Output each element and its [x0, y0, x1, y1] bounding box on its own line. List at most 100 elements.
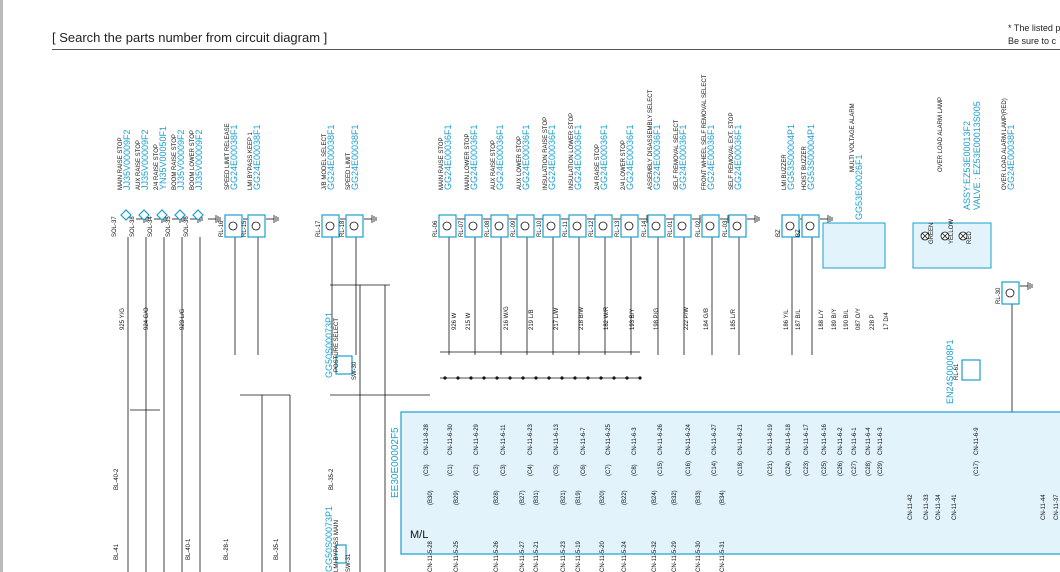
posture-select-switch[interactable]	[335, 355, 353, 375]
overload-alarm-lamp-block[interactable]	[912, 222, 992, 269]
rl61-relay[interactable]	[961, 359, 981, 381]
component-part-number[interactable]: JJ35V00009F2	[140, 129, 150, 190]
component-part-number[interactable]: GG24E00038F1	[326, 124, 336, 190]
component-part-number[interactable]: GG53S00004P1	[786, 124, 796, 190]
page-title: [ Search the parts number from circuit d…	[52, 30, 328, 45]
component-part-number[interactable]: GG24E00036F1	[599, 124, 609, 190]
relay-symbol[interactable]	[1001, 281, 1020, 305]
component-part-number[interactable]: GG24E00036F1	[652, 124, 662, 190]
relay-symbol[interactable]	[801, 214, 820, 238]
connector-label: BL-41	[114, 543, 120, 560]
connector-label: RL-02	[696, 220, 702, 237]
component-part-number[interactable]: JJ35V00009F2	[122, 129, 132, 190]
multi-voltage-alarm-block[interactable]	[822, 222, 886, 269]
relay-coil	[494, 221, 504, 231]
relay-symbol[interactable]	[647, 214, 666, 238]
relay-symbol[interactable]	[192, 209, 204, 221]
ecu-port-label: (B28)	[494, 490, 500, 505]
valve-part-number[interactable]: VALVE : EZ53E00013S005	[972, 101, 982, 210]
component-part-number[interactable]: GG24E00036F1	[443, 124, 453, 190]
ecu-pin-label: CN-11-5-20	[600, 540, 606, 572]
relay-symbol[interactable]	[120, 209, 132, 221]
component-part-number[interactable]: JJ35V00009F2	[194, 129, 204, 190]
relay-symbol[interactable]	[516, 214, 535, 238]
relay-symbol[interactable]	[673, 214, 692, 238]
ecu-port-label: (B31)	[534, 490, 540, 505]
component-part-number[interactable]: GG24E00036F1	[706, 124, 716, 190]
overload-lamp-assy-part[interactable]: ASSY:EZ53E00013F2	[962, 121, 972, 210]
ecu-pin-label: CN-11-37	[1054, 494, 1060, 520]
lmi-bypass-switch[interactable]	[335, 544, 347, 564]
wire-label: 17 D/4	[884, 312, 890, 330]
component-part-number[interactable]: GG24E00038F1	[252, 124, 262, 190]
relay-symbol[interactable]	[321, 214, 340, 238]
relay-symbol[interactable]	[620, 214, 639, 238]
relay-symbol[interactable]	[224, 214, 243, 238]
rl61-part[interactable]: EN24S00008P1	[945, 339, 955, 404]
relay-symbol[interactable]	[781, 214, 800, 238]
posture-select-part[interactable]: GG50S00073P1	[324, 312, 334, 378]
alarm-lamp-icon	[920, 231, 930, 241]
ecu-label: M/L	[410, 529, 428, 541]
ecu-part-number[interactable]: EE30E00002F5	[390, 427, 401, 498]
relay-symbol[interactable]	[594, 214, 613, 238]
relay-symbol[interactable]	[156, 209, 168, 221]
ecu-pin-label: CN-11-44	[1041, 494, 1047, 520]
header-divider	[52, 49, 1060, 50]
relay-symbol[interactable]	[542, 214, 561, 238]
component-part-number[interactable]: GG24E00038F1	[350, 124, 360, 190]
ecu-port-label: (C17)	[974, 461, 980, 476]
ecu-port-label: (B27)	[520, 490, 526, 505]
connector-label: RL-08	[485, 220, 491, 237]
relay-box	[701, 214, 720, 238]
component-part-number[interactable]: GG24E00036F1	[495, 124, 505, 190]
component-part-number[interactable]: GG24E00036F1	[573, 124, 583, 190]
component-part-number[interactable]: GG24E00036F1	[469, 124, 479, 190]
wire-label: 184 G/B	[704, 308, 710, 330]
ecu-pin-label: CN-11-34	[936, 494, 942, 520]
wire-label: 185 L/R	[731, 308, 737, 330]
component-label: INSULATION LOWER STOP	[569, 113, 575, 190]
component-part-number[interactable]: GG24E00036F1	[547, 124, 557, 190]
component-part-number[interactable]: GG24E00036F1	[521, 124, 531, 190]
relay-box	[1001, 281, 1020, 305]
relay-coil	[705, 221, 715, 231]
component-part-number[interactable]: GG24E00038F1	[229, 124, 239, 190]
wire-junction	[625, 376, 629, 380]
component-part-number[interactable]: YN35V00050F1	[158, 126, 168, 190]
ecu-pin-label: CN-11-6-18	[786, 423, 792, 455]
connector-label: RL-06	[433, 220, 439, 237]
relay-symbol[interactable]	[438, 214, 457, 238]
solenoid-coil	[174, 209, 186, 221]
relay-symbol[interactable]	[464, 214, 483, 238]
component-part-number[interactable]: GG24E00038F1	[1006, 124, 1016, 190]
relay-symbol[interactable]	[728, 214, 747, 238]
wire-label: 193 B/Y	[630, 309, 636, 330]
relay-symbol[interactable]	[345, 214, 364, 238]
ecu-port-label: (C15)	[658, 461, 664, 476]
component-part-number[interactable]: JJ35V00009F2	[176, 129, 186, 190]
relay-box	[801, 214, 820, 238]
relay-symbol[interactable]	[138, 209, 150, 221]
lamp-color-label: GREEN	[929, 223, 935, 244]
wire-junction	[612, 376, 616, 380]
component-part-number[interactable]: GG24E00036F1	[625, 124, 635, 190]
relay-symbol[interactable]	[701, 214, 720, 238]
ecu-port-label: (C3)	[424, 464, 430, 476]
relay-symbol[interactable]	[174, 209, 186, 221]
relay-symbol[interactable]	[568, 214, 587, 238]
ecu-pin-layer: CN-11-8-28(C3)CN-11-6-30(C1)CN-11-6-29(C…	[424, 423, 1060, 572]
component-part-number[interactable]: GG24E00036F1	[678, 124, 688, 190]
component-part-number[interactable]: GG53E00026F1	[854, 154, 864, 220]
relay-symbol[interactable]	[490, 214, 509, 238]
ecu-pin-label: CN-11-5-24	[622, 540, 628, 572]
ground-icon	[215, 215, 221, 223]
ecu-pin-label: CN-11-41	[952, 494, 958, 520]
component-part-number[interactable]: GG24E00036F1	[733, 124, 743, 190]
relay-symbol[interactable]	[247, 214, 266, 238]
connector-label: RL-03	[723, 220, 729, 237]
ecu-block[interactable]	[400, 411, 1060, 555]
component-part-number[interactable]: GG53S00004P1	[806, 124, 816, 190]
lmi-bypass-main-part[interactable]: GG50S00073P1	[324, 506, 334, 572]
